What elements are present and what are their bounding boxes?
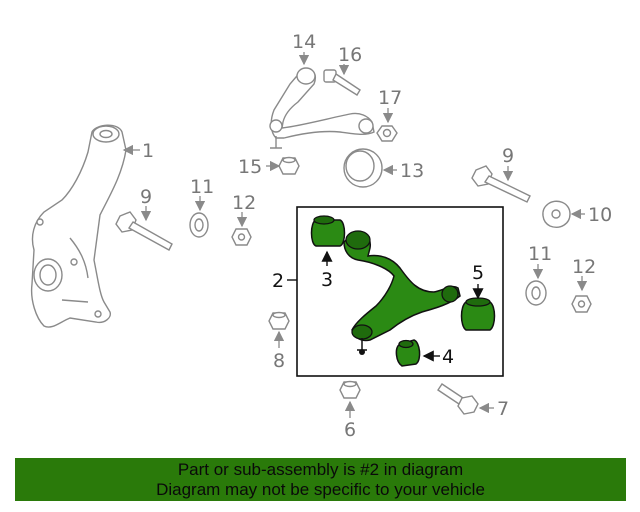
lower-control-arm [343,230,461,355]
callout-9-left: 9 [140,186,152,208]
flange-nut-15 [278,156,300,175]
steering-knuckle [30,124,127,328]
bolt-9-right [471,165,531,203]
callout-11-left: 11 [190,176,214,198]
callout-1: 1 [142,140,154,162]
callout-14: 14 [292,31,316,53]
callout-6: 6 [344,419,356,441]
nut-17 [376,125,398,142]
callout-10: 10 [588,204,612,226]
upper-control-arm [269,67,375,149]
subassembly-frame [296,206,504,377]
flange-nut-8 [268,311,290,330]
callout-4: 4 [442,346,454,368]
nut-12-left [231,228,252,246]
callout-15: 15 [238,156,262,178]
bolt-7 [437,383,479,415]
notice-line-2: Diagram may not be specific to your vehi… [156,480,485,499]
flange-nut-6 [339,380,361,399]
washer-11-right [525,280,547,306]
callout-13: 13 [400,160,424,182]
notice-line-1: Part or sub-assembly is #2 in diagram [177,460,464,479]
callout-12-right: 12 [572,256,596,278]
callout-8: 8 [273,350,285,372]
callout-12-left: 12 [232,192,256,214]
parts-diagram: 1 14 16 17 15 13 9 11 12 9 10 11 12 8 6 … [30,31,612,441]
bushing-3 [310,215,346,247]
bolt-16 [323,69,361,96]
bushing-5 [460,297,496,331]
diagram-notice-banner: Part or sub-assembly is #2 in diagram Di… [15,458,626,501]
dust-ring-13 [343,148,383,188]
callout-5: 5 [472,262,484,284]
callout-11-right: 11 [528,243,552,265]
callout-17: 17 [378,87,402,109]
bolt-9-left [115,211,173,251]
bushing-4 [395,339,421,367]
callout-7: 7 [497,398,509,420]
callout-2: 2 [272,270,284,292]
eccentric-washer-10 [542,200,571,228]
nut-12-right [571,295,592,313]
callout-9-right: 9 [502,145,514,167]
callout-3: 3 [321,269,333,291]
callout-16: 16 [338,44,362,66]
washer-11-left [189,212,209,238]
